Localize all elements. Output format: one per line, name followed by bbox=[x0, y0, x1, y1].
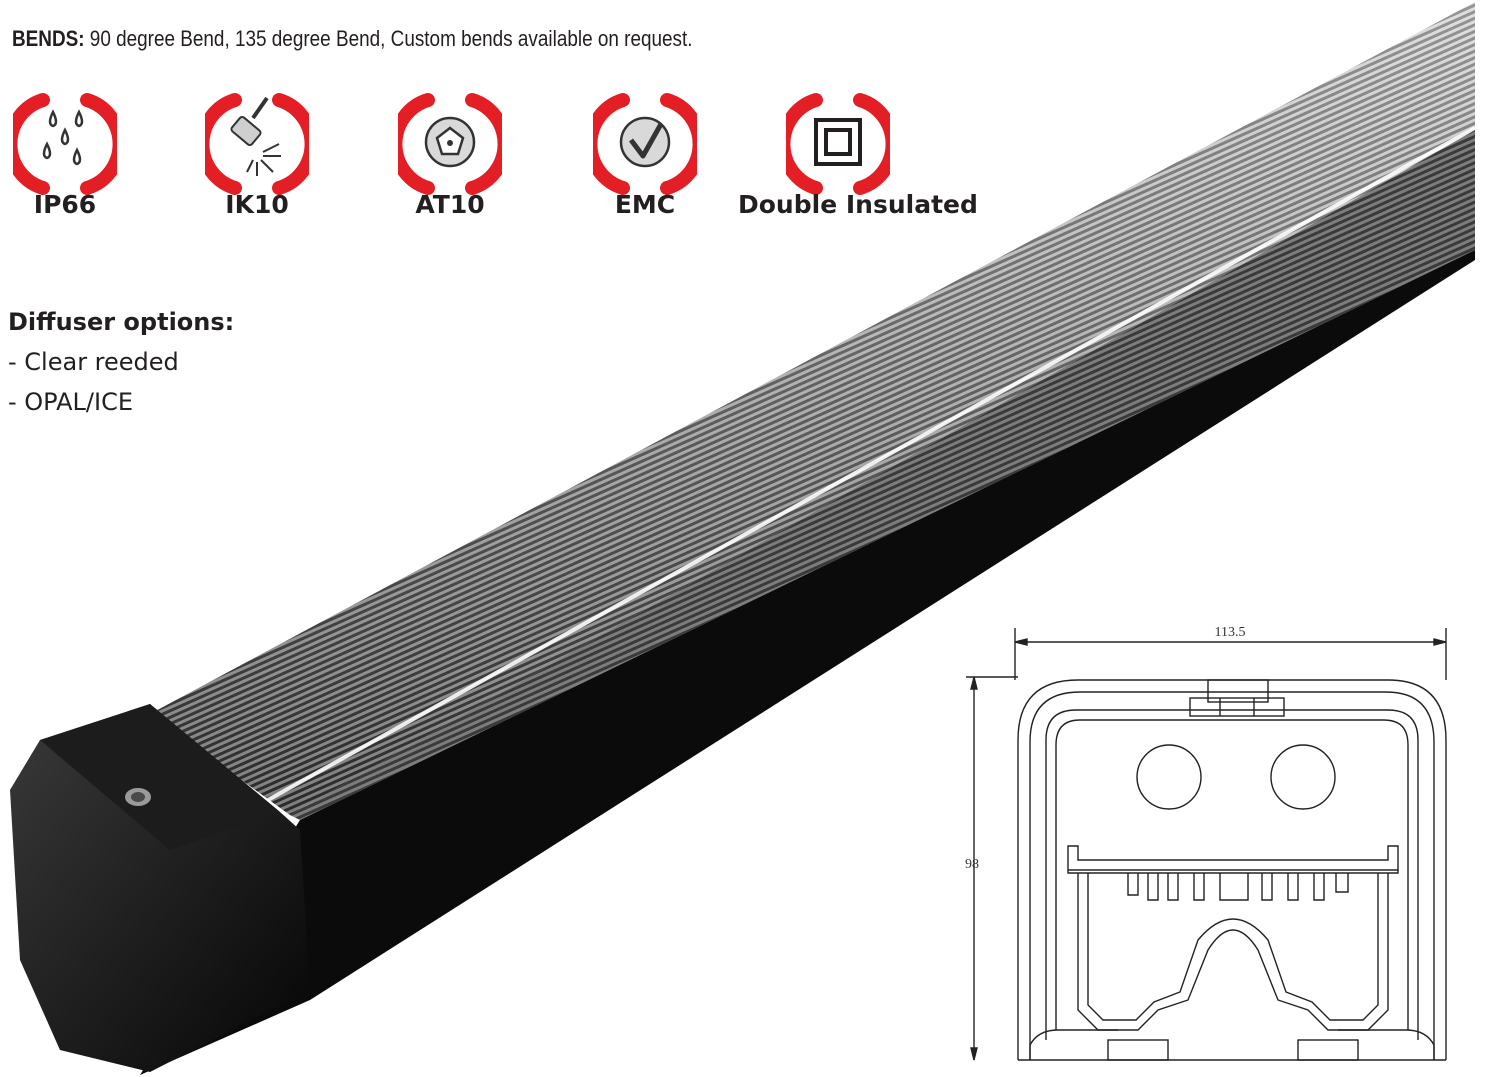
diffuser-title: Diffuser options: bbox=[8, 308, 235, 336]
feature-ip66-label: IP66 bbox=[33, 190, 97, 219]
bends-description: 90 degree Bend, 135 degree Bend, Custom … bbox=[84, 26, 693, 51]
water-drops-icon bbox=[13, 93, 117, 195]
feature-ik10-label: IK10 bbox=[225, 190, 289, 219]
diffuser-option: - OPAL/ICE bbox=[8, 388, 133, 416]
feature-double-insulated-label: Double Insulated bbox=[738, 190, 978, 219]
diffuser-options: Diffuser options: - Clear reeded - OPAL/… bbox=[8, 308, 234, 422]
feature-at10-label: AT10 bbox=[415, 190, 485, 219]
emc-check-icon bbox=[593, 93, 697, 195]
diffuser-option: - Clear reeded bbox=[8, 348, 179, 376]
feature-at10: AT10 bbox=[350, 92, 550, 219]
feature-ik10: IK10 bbox=[157, 92, 357, 219]
cross-section-drawing: 113.5 98 bbox=[965, 625, 1447, 1061]
bends-label: BENDS: bbox=[12, 26, 85, 51]
tamper-screw-icon bbox=[398, 93, 502, 195]
feature-emc: EMC bbox=[545, 92, 745, 219]
feature-ip66: IP66 bbox=[0, 92, 165, 219]
double-square-icon bbox=[786, 93, 890, 195]
feature-double-insulated: Double Insulated bbox=[738, 92, 978, 219]
feature-emc-label: EMC bbox=[614, 190, 676, 219]
hammer-impact-icon bbox=[205, 93, 309, 195]
feature-icons: IP66 IK10 AT10 bbox=[0, 92, 980, 222]
width-dimension: 113.5 bbox=[1215, 625, 1246, 640]
bends-text: BENDS: 90 degree Bend, 135 degree Bend, … bbox=[12, 26, 693, 52]
height-dimension: 98 bbox=[965, 857, 979, 872]
